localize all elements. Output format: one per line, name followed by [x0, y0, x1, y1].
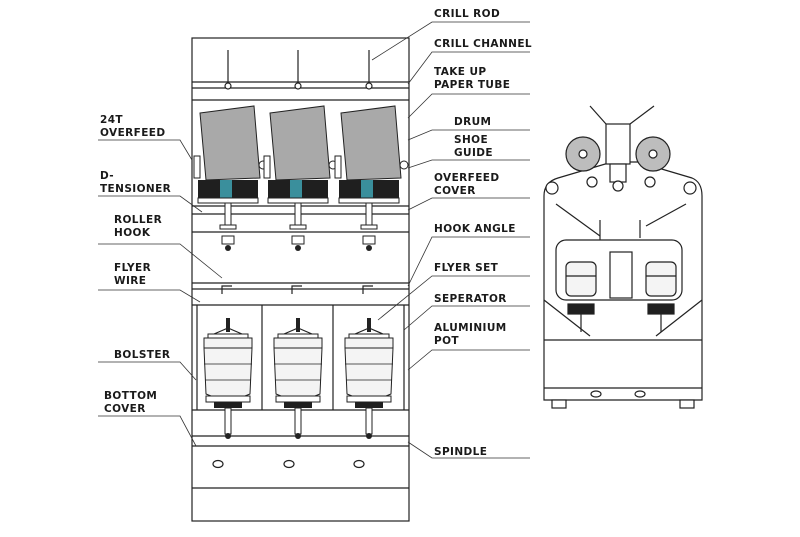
bottom-cover-holes [212, 459, 365, 469]
label-spindle: SPINDLE [434, 446, 488, 458]
front-view [191, 37, 410, 522]
label-overfeed-cover: OVERFEED COVER [434, 172, 500, 197]
label-roller-hook: ROLLER HOOK [114, 214, 163, 239]
label-crill-channel: CRILL CHANNEL [434, 38, 532, 50]
label-shoe-guide: SHOE GUIDE [454, 134, 493, 159]
leader-lines [98, 21, 530, 459]
label-aluminium-pot: ALUMINIUM POT [434, 322, 507, 347]
front-frame [191, 37, 410, 522]
label-drum: DRUM [454, 116, 492, 128]
label-flyer-set: FLYER SET [434, 262, 499, 274]
pot-units [203, 285, 394, 440]
label-hook-angle: HOOK ANGLE [434, 223, 516, 235]
label-flyer-wire: FLYER WIRE [114, 262, 152, 287]
label-seperator: SEPERATOR [434, 293, 507, 305]
label-crill-rod: CRILL ROD [434, 8, 501, 20]
label-d-tensioner: D- TENSIONER [100, 170, 172, 195]
label-24t-overfeed: 24T OVERFEED [100, 114, 166, 139]
side-view [543, 105, 703, 409]
label-bottom-cover: BOTTOM COVER [104, 390, 158, 415]
take-up-units [193, 105, 409, 252]
label-bolster: BOLSTER [114, 349, 171, 361]
crill-rods [224, 50, 373, 90]
label-take-up-paper-tube: TAKE UP PAPER TUBE [434, 66, 511, 91]
